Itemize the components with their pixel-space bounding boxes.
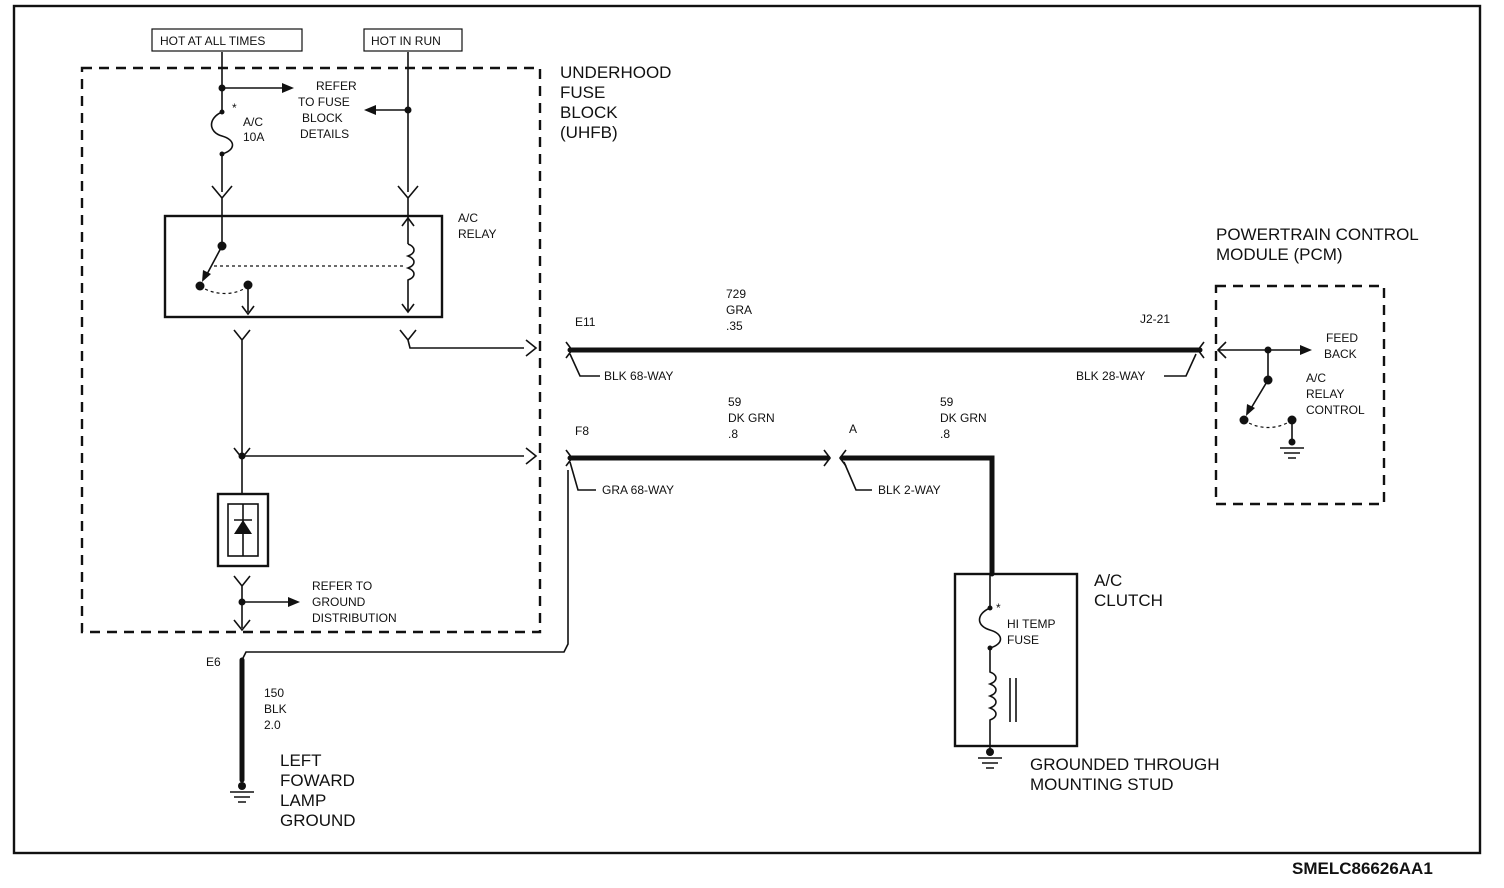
feed-back-label: FEED BACK <box>1324 331 1358 361</box>
connector-f8: F8 <box>575 424 589 438</box>
svg-text:729: 729 <box>726 287 746 301</box>
clutch-coil <box>987 648 1017 752</box>
terminal <box>397 185 419 218</box>
svg-text:HOT IN RUN: HOT IN RUN <box>371 34 441 48</box>
svg-text:MODULE (PCM): MODULE (PCM) <box>1216 245 1343 264</box>
svg-text:FUSE: FUSE <box>1007 633 1039 647</box>
hot-in-run-label: HOT IN RUN <box>363 28 463 52</box>
relay-coil <box>401 216 415 314</box>
svg-text:*: * <box>996 601 1001 615</box>
svg-text:POWERTRAIN CONTROL: POWERTRAIN CONTROL <box>1216 225 1419 244</box>
connector-a: A <box>849 422 857 436</box>
connector-blk28: BLK 28-WAY <box>1076 369 1145 383</box>
svg-text:CONTROL: CONTROL <box>1306 403 1365 417</box>
pcm-label: POWERTRAIN CONTROL MODULE (PCM) <box>1216 225 1419 264</box>
hot-at-all-times-label: HOT AT ALL TIMES <box>151 28 303 52</box>
svg-text:FOWARD: FOWARD <box>280 771 355 790</box>
ground-symbol-left <box>230 782 254 803</box>
svg-text:DISTRIBUTION: DISTRIBUTION <box>312 611 397 625</box>
svg-text:MOUNTING STUD: MOUNTING STUD <box>1030 775 1174 794</box>
svg-text:RELAY: RELAY <box>458 227 496 241</box>
ac-relay-box <box>163 214 444 319</box>
pcm-internal-circuit <box>1216 341 1312 459</box>
refer-ground-label: REFER TO GROUND DISTRIBUTION <box>312 579 397 625</box>
svg-text:.8: .8 <box>728 427 738 441</box>
svg-text:BACK: BACK <box>1324 347 1357 361</box>
svg-text:REFER TO: REFER TO <box>312 579 372 593</box>
svg-text:150: 150 <box>264 686 284 700</box>
svg-text:*: * <box>232 101 237 115</box>
uhfb-outline <box>80 66 542 634</box>
terminal <box>233 329 251 494</box>
svg-text:DK GRN: DK GRN <box>728 411 775 425</box>
ac-relay-control-label: A/C RELAY CONTROL <box>1306 371 1365 417</box>
connector-blk2: BLK 2-WAY <box>878 483 941 497</box>
connector-e11: E11 <box>575 315 596 329</box>
svg-text:BLOCK: BLOCK <box>302 111 343 125</box>
svg-text:GROUND: GROUND <box>280 811 356 830</box>
connector-gra68: GRA 68-WAY <box>602 483 674 497</box>
svg-text:BLK: BLK <box>264 702 287 716</box>
arrowhead <box>282 83 294 93</box>
svg-text:CLUTCH: CLUTCH <box>1094 591 1163 610</box>
svg-text:LAMP: LAMP <box>280 791 326 810</box>
pcm-outline <box>1214 284 1386 506</box>
wire-59-right-label: 59 DK GRN .8 <box>940 395 987 441</box>
connector-j2-21: J2-21 <box>1140 312 1170 326</box>
relay-switch <box>195 218 404 316</box>
svg-text:A/C: A/C <box>1094 571 1122 590</box>
ac-clutch-label: A/C CLUTCH <box>1094 571 1163 610</box>
terminal <box>211 185 233 218</box>
svg-text:DK GRN: DK GRN <box>940 411 987 425</box>
svg-text:DETAILS: DETAILS <box>300 127 349 141</box>
svg-text:A/C: A/C <box>1306 371 1326 385</box>
svg-text:(UHFB): (UHFB) <box>560 123 618 142</box>
uhfb-ground-lead <box>241 470 569 661</box>
uhfb-label: UNDERHOOD FUSE BLOCK (UHFB) <box>560 63 671 142</box>
svg-text:A/C: A/C <box>243 115 263 129</box>
svg-text:REFER: REFER <box>316 79 357 93</box>
svg-text:HI TEMP: HI TEMP <box>1007 617 1055 631</box>
svg-text:59: 59 <box>940 395 954 409</box>
svg-text:.35: .35 <box>726 319 743 333</box>
svg-text:10A: 10A <box>243 130 264 144</box>
wire-59-dkgrn-right <box>839 455 995 577</box>
svg-text:FEED: FEED <box>1326 331 1358 345</box>
refer-fuse-block-label: REFER TO FUSE BLOCK DETAILS <box>298 79 357 141</box>
diagram-border <box>12 4 1482 855</box>
ac-relay-label: A/C RELAY <box>458 211 496 241</box>
svg-text:BLOCK: BLOCK <box>560 103 618 122</box>
left-forward-ground-label: LEFT FOWARD LAMP GROUND <box>280 751 356 830</box>
grounded-through-label: GROUNDED THROUGH MOUNTING STUD <box>1030 755 1220 794</box>
connector-e6: E6 <box>206 655 221 669</box>
svg-text:RELAY: RELAY <box>1306 387 1344 401</box>
ground-symbol-clutch <box>978 748 1002 769</box>
hi-temp-fuse: * HI TEMP FUSE <box>978 574 1055 651</box>
wire-150-label: 150 BLK 2.0 <box>264 686 287 732</box>
svg-text:LEFT: LEFT <box>280 751 322 770</box>
svg-text:2.0: 2.0 <box>264 718 281 732</box>
terminal <box>399 329 524 349</box>
connector-blk68: BLK 68-WAY <box>604 369 673 383</box>
svg-text:59: 59 <box>728 395 742 409</box>
svg-text:UNDERHOOD: UNDERHOOD <box>560 63 671 82</box>
diagram-code: SMELC86626AA1 <box>1292 859 1433 878</box>
svg-text:GROUNDED THROUGH: GROUNDED THROUGH <box>1030 755 1220 774</box>
diode-module <box>216 447 270 628</box>
ac-clutch-box <box>953 572 1079 748</box>
wire-729-label: 729 GRA .35 <box>726 287 752 333</box>
svg-text:A/C: A/C <box>458 211 478 225</box>
svg-text:HOT AT ALL TIMES: HOT AT ALL TIMES <box>160 34 265 48</box>
svg-text:GRA: GRA <box>726 303 752 317</box>
wire-59-left-label: 59 DK GRN .8 <box>728 395 775 441</box>
svg-text:TO FUSE: TO FUSE <box>298 95 350 109</box>
svg-text:GROUND: GROUND <box>312 595 366 609</box>
svg-text:FUSE: FUSE <box>560 83 605 102</box>
svg-text:.8: .8 <box>940 427 950 441</box>
ac-fuse: * A/C 10A <box>210 101 264 192</box>
